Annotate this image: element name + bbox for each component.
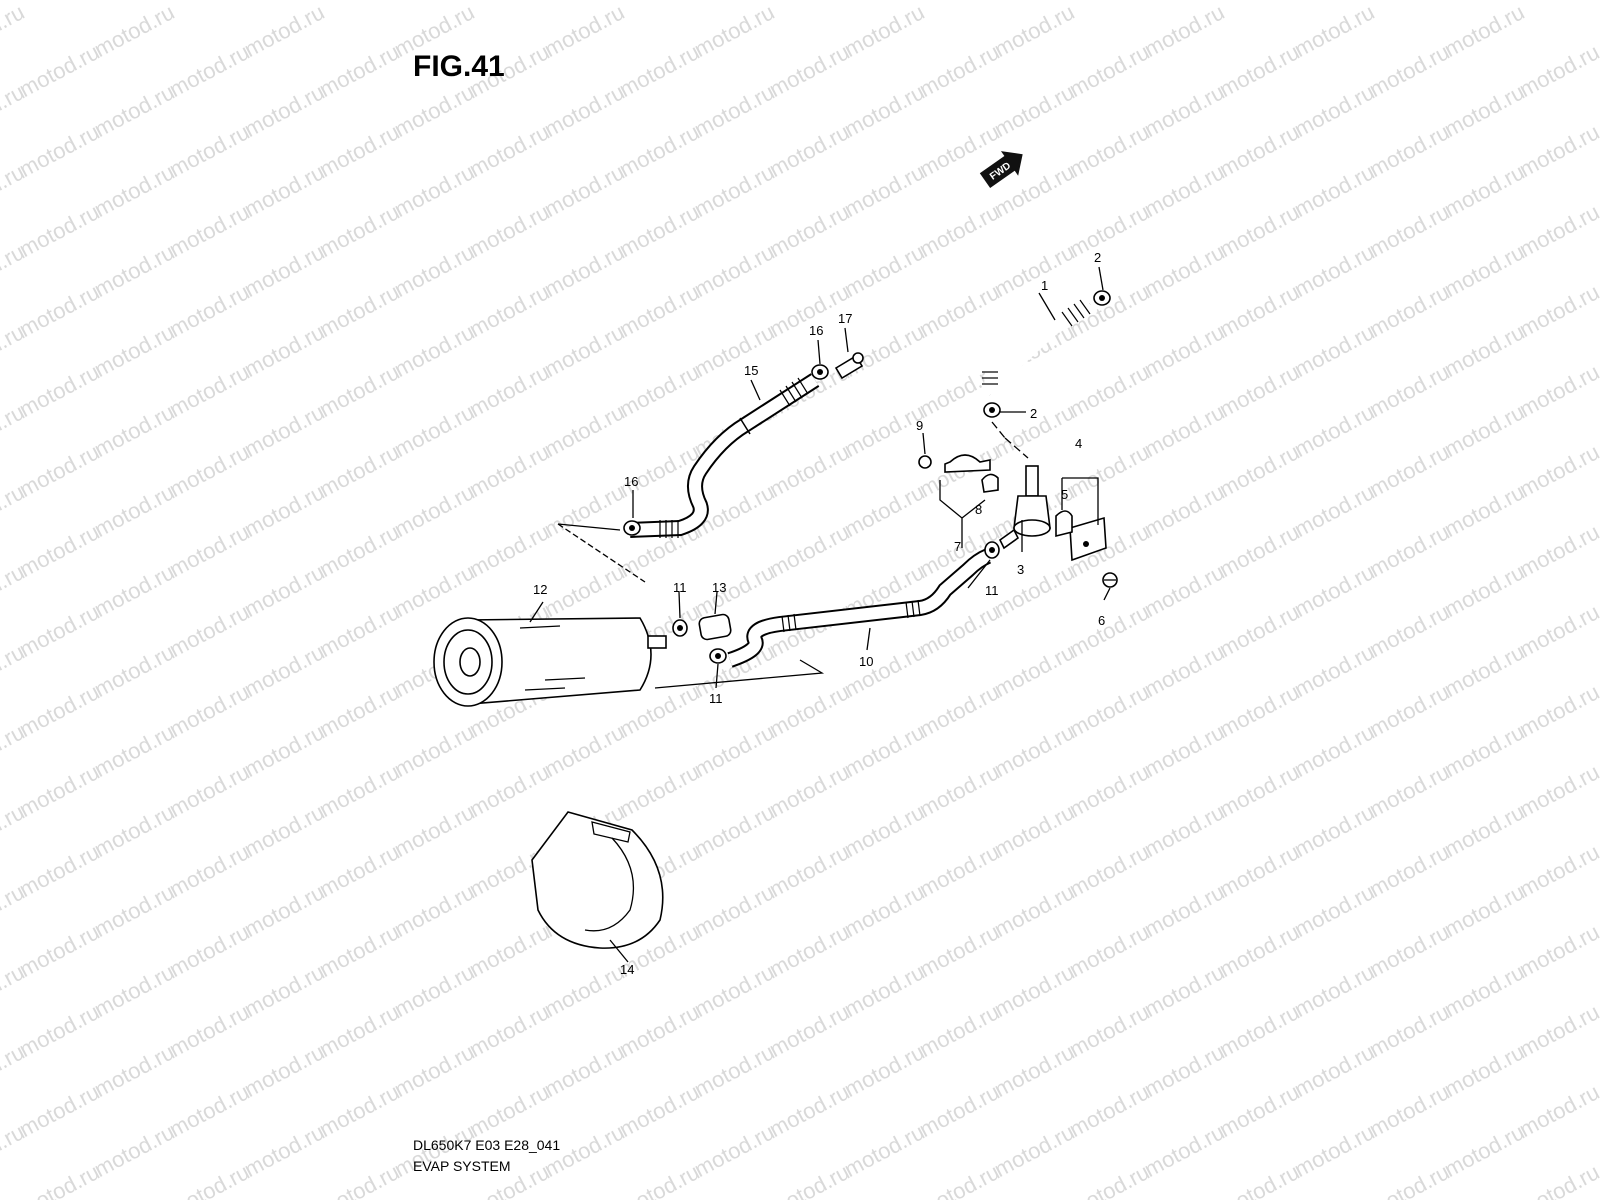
part-11-clamp-canister-top: [672, 619, 688, 637]
part-17-fitting: [834, 352, 864, 380]
callout-14: 14: [620, 962, 634, 977]
part-15-hose: [629, 373, 820, 538]
part-13-sleeve: [698, 613, 732, 641]
callout-7: 7: [954, 539, 961, 554]
part-6-bolt: [1102, 572, 1118, 588]
figure-title: FIG.41: [413, 50, 505, 83]
callout-13: 13: [712, 580, 726, 595]
callout-11-canister-top: 11: [673, 580, 687, 595]
callout-15: 15: [744, 363, 758, 378]
callout-2-upper: 2: [1094, 250, 1101, 265]
part-14-cover: [531, 811, 664, 949]
part-11-clamp-valve: [984, 541, 1000, 559]
part-3-valve: [998, 465, 1051, 550]
callout-11-canister-bottom: 11: [709, 691, 723, 706]
forward-arrow-icon: FWD: [979, 151, 1023, 188]
callout-3: 3: [1017, 562, 1024, 577]
part-7-bracket: [944, 454, 991, 473]
callout-5: 5: [1061, 487, 1068, 502]
callout-2-lower: 2: [1030, 406, 1037, 421]
callout-4: 4: [1075, 436, 1082, 451]
callout-9: 9: [916, 418, 923, 433]
leader-lines: [529, 266, 1111, 963]
part-12-canister: [433, 617, 667, 707]
callout-16-upper: 16: [809, 323, 823, 338]
callout-12: 12: [533, 582, 547, 597]
callout-16-lower: 16: [624, 474, 638, 489]
part-9-bolt: [918, 455, 932, 469]
part-1-hose: [982, 299, 1093, 396]
part-16-clamp-upper: [811, 364, 829, 380]
part-16-clamp-lower: [623, 520, 641, 536]
part-5-cushion: [1055, 510, 1073, 538]
part-2-clamp-upper: [1093, 290, 1111, 306]
callout-10: 10: [859, 654, 873, 669]
callout-11-valve: 11: [985, 583, 999, 598]
callout-1: 1: [1041, 278, 1048, 293]
part-4-bracket: [1069, 516, 1107, 562]
section-title: EVAP SYSTEM: [413, 1158, 511, 1174]
part-10-hose: [727, 548, 992, 668]
callout-8: 8: [975, 502, 982, 517]
part-11-clamp-canister-bottom: [709, 648, 727, 664]
callout-6: 6: [1098, 613, 1105, 628]
part-8-cushion: [981, 473, 999, 493]
part-2-clamp-lower: [983, 402, 1001, 418]
model-code: DL650K7 E03 E28_041: [413, 1137, 561, 1153]
callout-17: 17: [838, 311, 852, 326]
